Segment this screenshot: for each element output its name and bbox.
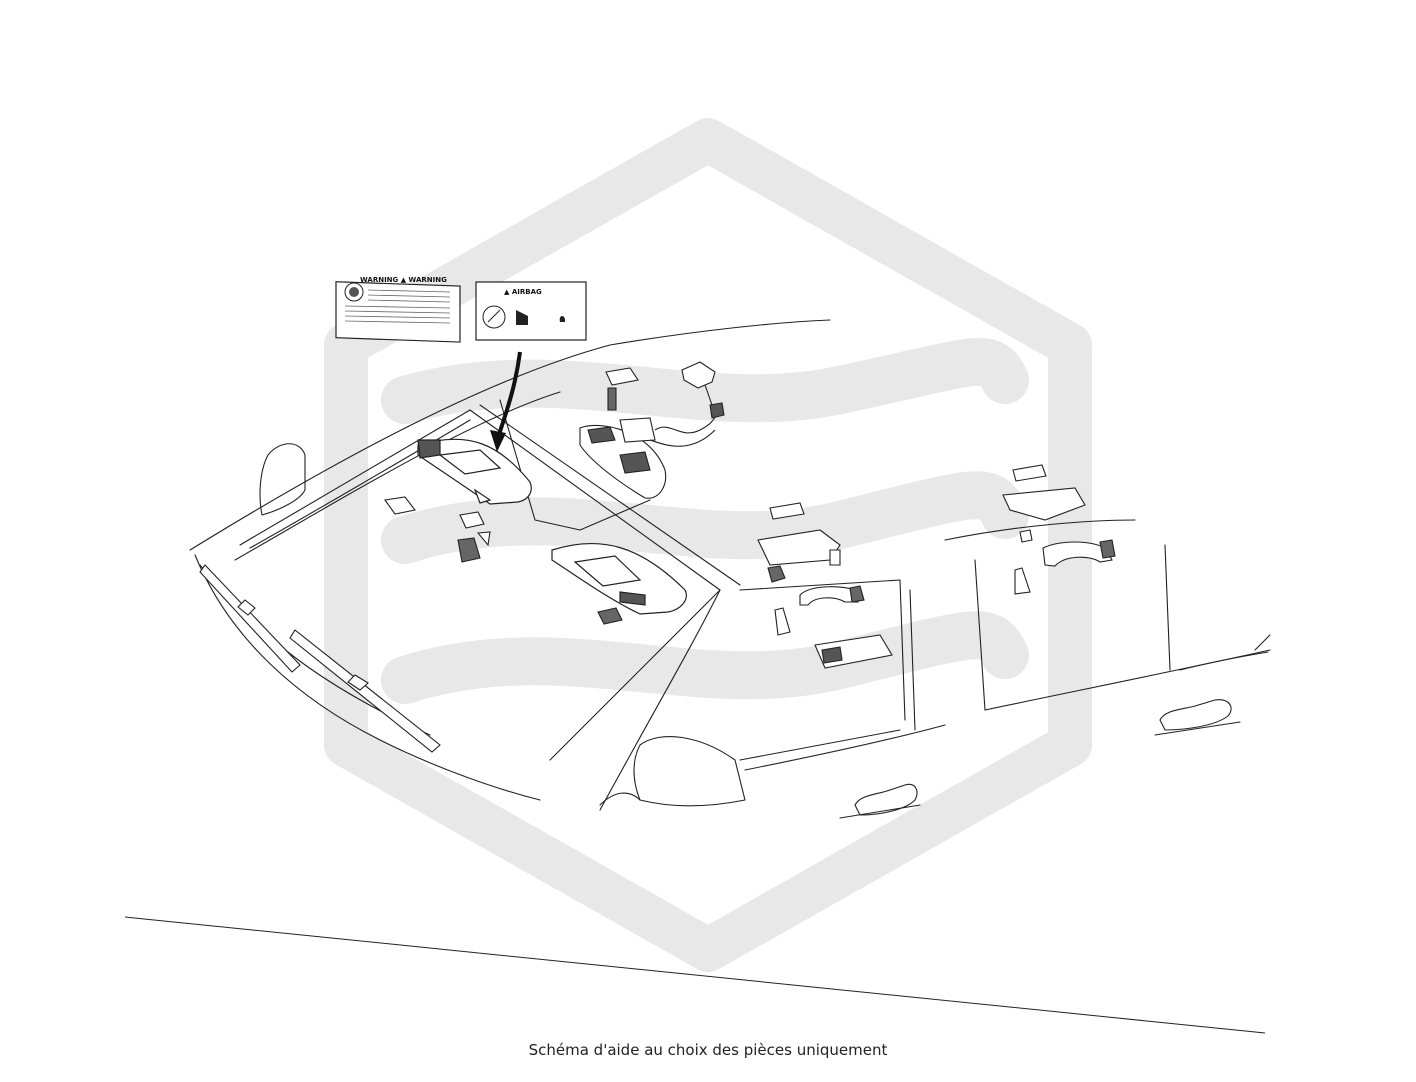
airbag-label-title: ▲ AIRBAG: [504, 288, 542, 296]
wiper-blades: [199, 564, 441, 753]
overhead-console: [579, 361, 725, 499]
sun-visor-left: [417, 438, 532, 505]
center-bracket: [757, 502, 893, 669]
car-outline: [189, 319, 1271, 819]
warning-label-title: WARNING ▲ WARNING: [360, 276, 447, 284]
console-fasteners: [605, 367, 639, 411]
rear-grab-handle: [1002, 464, 1116, 595]
diagram-caption: Schéma d'aide au choix des pièces unique…: [528, 1041, 888, 1059]
watermark-logo: [324, 118, 1092, 972]
visor-clips: [384, 496, 623, 625]
sun-visor-right: [551, 542, 687, 615]
airbag-label: ▲ AIRBAG: [475, 281, 587, 341]
warning-label: WARNING ▲ WARNING: [335, 276, 461, 343]
arrow-to-visor: [490, 351, 522, 452]
ground-line: [124, 916, 1266, 1034]
